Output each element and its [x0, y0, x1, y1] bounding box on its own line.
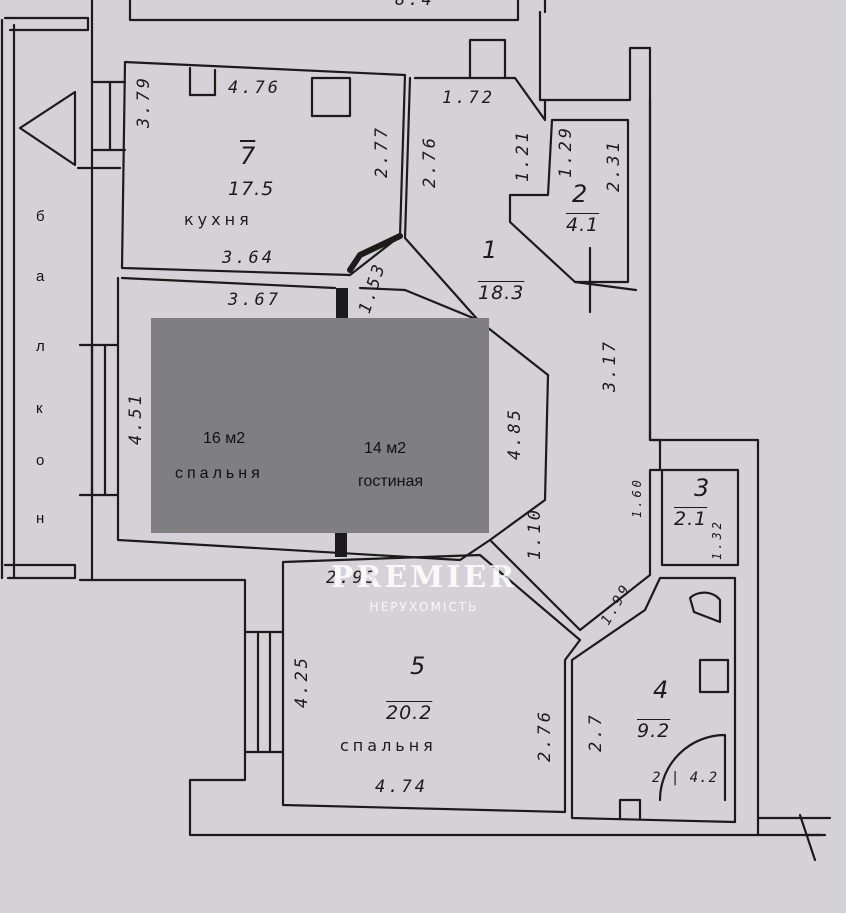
left-outer-wall	[78, 78, 822, 837]
balcony-letter: к	[36, 400, 43, 417]
room2-walls	[508, 118, 630, 284]
kitchen-dim-left: 3.79	[134, 75, 154, 128]
room3-area: 2.1	[674, 508, 708, 530]
overlay-right-name: гостиная	[358, 473, 424, 490]
kitchen-dim-right: 2.77	[372, 125, 392, 178]
hall-dim-top: 1.72	[442, 88, 495, 108]
room2-area: 4.1	[566, 214, 600, 236]
hall-dim-side: 4.85	[505, 407, 525, 460]
kitchen-window	[90, 80, 127, 152]
bedroom5-dim-bottom: 4.74	[375, 777, 428, 797]
room2-number: 2	[572, 180, 588, 208]
bedroom5-dim-right: 2.76	[535, 709, 555, 762]
bedroom5-number: 5	[410, 652, 426, 680]
kitchen-walls	[120, 60, 407, 277]
room2-dim-left: 1.29	[556, 125, 576, 178]
room3-walls	[660, 468, 740, 567]
room4-dim-corner: 2 | 4.2	[652, 770, 719, 786]
kitchen-area: 17.5	[228, 178, 275, 200]
bedroom-living-walls	[116, 276, 492, 562]
room4-number: 4	[653, 676, 669, 704]
balcony-letter: а	[36, 268, 45, 285]
top-wall	[90, 0, 652, 102]
bedroom5-label: спальня	[340, 736, 437, 755]
balcony-frame	[0, 16, 90, 580]
bedroom-window	[78, 343, 120, 497]
balcony-letter: н	[36, 510, 45, 527]
kitchen-dim-top: 4.76	[228, 78, 281, 98]
overlay-block	[151, 318, 489, 533]
top-dimension: 8.4	[395, 0, 435, 10]
room4-area: 9.2	[637, 720, 671, 742]
balcony-letter: б	[36, 208, 45, 225]
bedroom5-walls	[281, 553, 582, 814]
balcony-letter: о	[36, 452, 45, 469]
hall-dim-right: 3.17	[600, 339, 620, 392]
kitchen-label: кухня	[184, 210, 253, 229]
bedroom-living-dim-top: 3.67	[228, 290, 281, 310]
room4-dim-left: 2.7	[586, 712, 606, 752]
watermark-subtitle: НЕРУХОМІСТЬ	[369, 600, 479, 614]
kitchen-number: 7	[240, 142, 256, 170]
bedroom-living-dim-left: 4.51	[126, 392, 146, 445]
hall-area: 18.3	[478, 282, 525, 304]
overlay-left-area: 16 м2	[203, 430, 246, 447]
right-outer-wall	[648, 46, 832, 837]
hall-dim-left: 2.76	[420, 135, 440, 188]
room3-number: 3	[694, 474, 710, 502]
hall-dim-inner: 1.21	[513, 129, 533, 182]
premier-watermark: PREMIER НЕРУХОМІСТЬ	[314, 560, 534, 615]
overlay-left-name: спальня	[175, 465, 264, 482]
room3-dim-left: 1.60	[630, 477, 644, 518]
hall-dim-diag: 1.10	[525, 507, 545, 560]
balcony-letter: л	[36, 338, 45, 355]
room3-dim-right: 1.32	[710, 519, 724, 560]
bedroom5-dim-left: 4.25	[292, 655, 312, 708]
hall-number: 1	[482, 236, 498, 264]
watermark-brand: PREMIER	[330, 560, 518, 595]
bedroom5-dim-top: 2.93	[326, 568, 379, 588]
bedroom5-area: 20.2	[386, 702, 433, 724]
kitchen-dim-bottom: 3.64	[222, 248, 275, 268]
room2-dim-right: 2.31	[604, 139, 624, 192]
overlay-right-area: 14 м2	[364, 440, 407, 457]
room4-walls	[570, 576, 737, 824]
bedroom5-window	[243, 630, 285, 754]
